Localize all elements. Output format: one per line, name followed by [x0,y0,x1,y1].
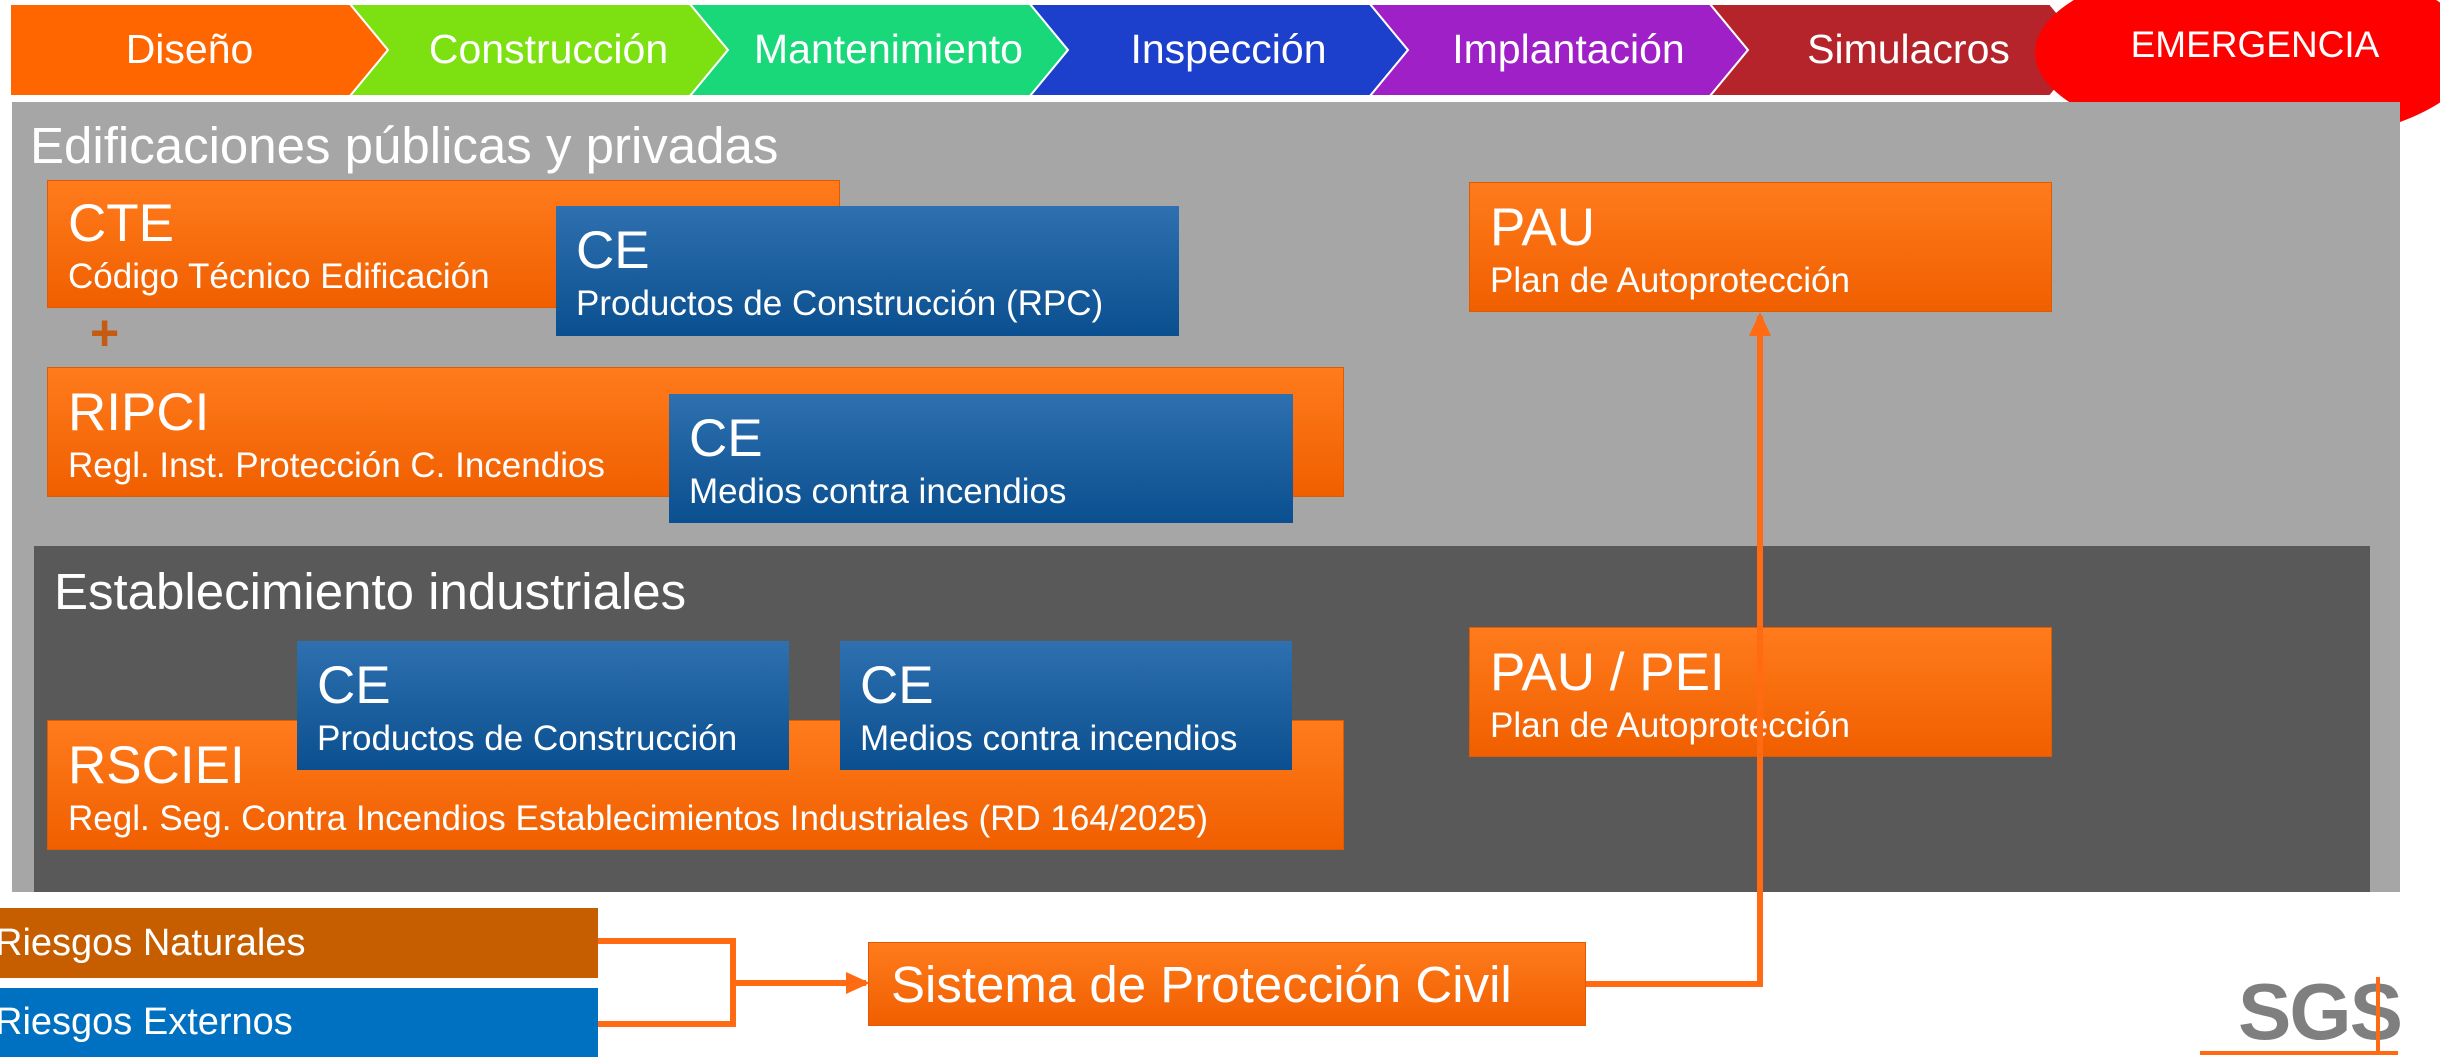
cte-title: CTE [68,194,174,253]
ce-productos-industrial-title: CE [317,656,391,715]
ce-medios-industrial-title: CE [860,656,934,715]
ce-productos-industrial-box: CE Productos de Construcción [297,641,789,770]
process-step-label: Simulacros [1807,25,2010,72]
process-step-label: Mantenimiento [754,25,1023,72]
pau-subtitle: Plan de Autoprotección [1490,261,1850,300]
external-risks-box: Riesgos Externos [0,988,598,1057]
ce-rpc-subtitle: Productos de Construcción (RPC) [576,284,1104,323]
ce-medios-public-title: CE [689,409,763,468]
process-step-label: Diseño [125,25,254,72]
sgs-logo: SGS [2238,967,2403,1056]
ce-medios-public-box: CE Medios contra incendios [669,394,1293,523]
ripci-title: RIPCI [68,383,210,442]
rsciei-title: RSCIEI [68,736,245,795]
risks-bracket-connector [598,938,736,1027]
civil-protection-box: Sistema de Protección Civil [868,942,1586,1026]
ce-productos-industrial-subtitle: Productos de Construcción [317,719,738,758]
ripci-subtitle: Regl. Inst. Protección C. Incendios [68,446,605,485]
pau-title: PAU [1490,198,1596,257]
ce-medios-industrial-box: CE Medios contra incendios [840,641,1292,770]
pau-pei-title: PAU / PEI [1490,643,1725,702]
plus-sign: + [90,305,120,361]
ce-rpc-title: CE [576,221,650,280]
process-step-label: Implantación [1452,25,1685,72]
ce-medios-industrial-subtitle: Medios contra incendios [860,719,1238,758]
cte-subtitle: Código Técnico Edificación [68,257,490,296]
process-chevron-bar [9,3,2090,97]
ce-rpc-box: CE Productos de Construcción (RPC) [556,206,1179,336]
process-step-label: Construcción [428,25,669,72]
public-buildings-title: Edificaciones públicas y privadas [30,117,779,174]
ce-medios-public-subtitle: Medios contra incendios [689,472,1067,511]
pau-box: PAU Plan de Autoprotección [1469,182,2052,312]
sgs-logo-underline [2200,977,2398,1055]
pau-pei-subtitle: Plan de Autoprotección [1490,706,1850,745]
pau-pei-box: PAU / PEI Plan de Autoprotección [1469,627,2052,757]
natural-risks-box: Riesgos Naturales [0,908,598,978]
process-step-chevron [1707,3,2090,97]
process-step-label: Inspección [1130,25,1327,72]
industrial-title: Establecimiento industriales [54,563,687,620]
rsciei-subtitle: Regl. Seg. Contra Incendios Establecimie… [68,799,1209,838]
